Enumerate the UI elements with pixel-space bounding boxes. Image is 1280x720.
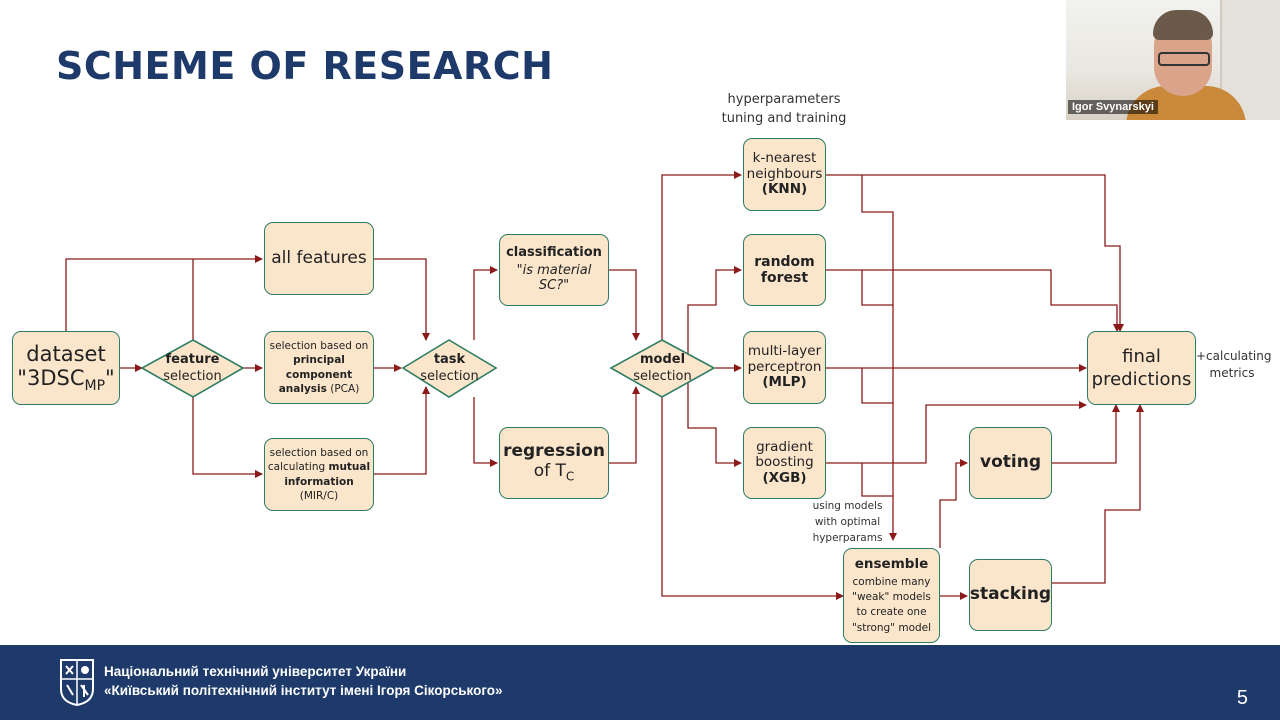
- arrow-classification-to-model: [609, 269, 640, 341]
- model-selection-label: model selection: [633, 351, 692, 384]
- slide-title: SCHEME OF RESEARCH: [56, 44, 554, 88]
- presenter-glasses: [1158, 52, 1210, 66]
- optimal-hyperparams-note: using models with optimal hyperparams: [812, 500, 883, 544]
- hyperparameters-note: hyperparameters tuning and training: [721, 92, 847, 126]
- arrow-model-to-knn: [661, 171, 742, 340]
- arrow-feature-to-mutual: [192, 397, 263, 478]
- mlp-node: multi-layer perceptron (MLP): [743, 331, 826, 404]
- classification-node: classification "is material SC?": [499, 234, 609, 306]
- feature-selection-label: feature selection: [163, 351, 222, 384]
- final-predictions-node: final predictions: [1087, 331, 1196, 405]
- university-name-line1: Національний технічний університет Украї…: [104, 664, 407, 679]
- arrow-dataset-to-all-features: [65, 255, 263, 331]
- pca-node: selection based on principal component a…: [264, 331, 374, 404]
- random-forest-node: random forest: [743, 234, 826, 306]
- arrow-rf-to-final: [826, 269, 1121, 332]
- arrow-knn-down: [861, 175, 897, 541]
- arrow-ensemble-to-voting: [939, 459, 968, 548]
- arrow-task-to-classification: [473, 266, 498, 340]
- xgb-node: gradient boosting (XGB): [743, 427, 826, 499]
- presenter-name: Igor Svynarskyi: [1068, 100, 1158, 114]
- ensemble-node: ensemble combine many "weak" models to c…: [843, 548, 940, 643]
- all-features-node: all features: [264, 222, 374, 295]
- feature-selection-diamond: [140, 339, 245, 398]
- task-selection-diamond: [401, 339, 498, 398]
- arrow-xgb-down: [861, 463, 893, 497]
- arrow-rf-down: [861, 270, 893, 306]
- metrics-note: +calculating metrics: [1196, 349, 1272, 380]
- dataset-node: dataset "3DSCMP": [12, 331, 120, 405]
- task-selection-label: task selection: [420, 351, 479, 384]
- presenter-hair: [1153, 10, 1213, 40]
- voting-node: voting: [969, 427, 1052, 499]
- flow-arrows: [65, 171, 1144, 600]
- arrow-model-to-ensemble: [661, 397, 844, 600]
- dataset-label: dataset: [26, 341, 106, 366]
- university-logo-icon: [60, 659, 94, 707]
- page-number: 5: [1236, 687, 1248, 709]
- arrow-mutual-to-task: [374, 386, 430, 475]
- regression-node: regression of TC: [499, 427, 609, 499]
- footer-bar: Національний технічний університет Украї…: [0, 645, 1280, 720]
- arrow-model-to-rf: [687, 266, 742, 355]
- arrow-model-to-xgb: [687, 382, 742, 467]
- model-selection-diamond: [609, 339, 716, 398]
- arrow-task-to-regression: [473, 397, 498, 467]
- webcam-video: Igor Svynarskyi: [1066, 0, 1280, 120]
- university-name-line2: «Київський політехнічний інститут імені …: [104, 683, 503, 698]
- arrow-knn-to-final: [826, 174, 1124, 332]
- arrow-mlp-down: [861, 368, 893, 404]
- knn-node: k-nearest neighbours (KNN): [743, 138, 826, 211]
- arrow-voting-to-final: [1052, 404, 1120, 464]
- arrow-stacking-to-final: [1052, 404, 1144, 584]
- arrow-all-features-to-task: [374, 258, 430, 341]
- arrow-regression-to-model: [609, 386, 640, 464]
- stacking-node: stacking: [969, 559, 1052, 631]
- arrow-xgb-to-final: [826, 401, 1087, 464]
- mutual-information-node: selection based on calculating mutual in…: [264, 438, 374, 511]
